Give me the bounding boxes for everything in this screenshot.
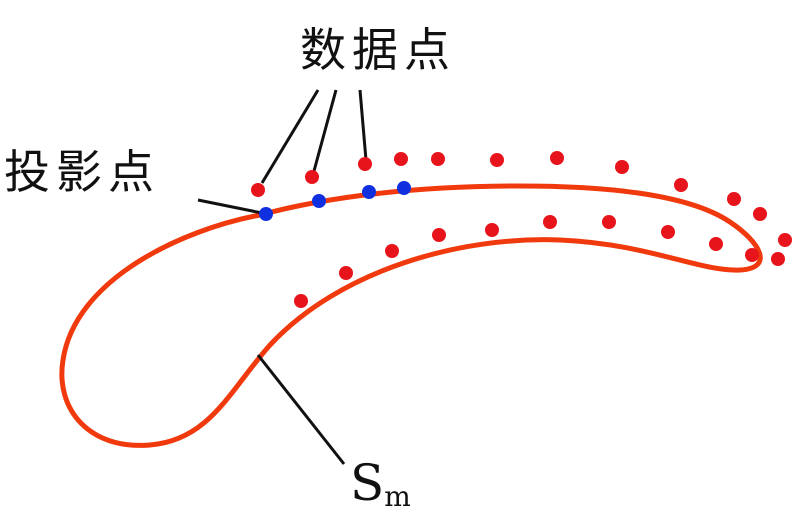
data-point (339, 266, 353, 280)
data-point (709, 237, 723, 251)
data-points (251, 151, 792, 308)
surface-curve-sm (59, 183, 763, 448)
data-point (432, 228, 446, 242)
projection-point (312, 194, 326, 208)
data-point (251, 183, 265, 197)
data-point (771, 252, 785, 266)
data-point (778, 233, 792, 247)
surface-label-sub: m (384, 480, 411, 513)
data-point (753, 207, 767, 221)
data-point (385, 244, 399, 258)
leader-lines (197, 89, 368, 465)
data-point (615, 160, 629, 174)
projection-point (259, 207, 273, 221)
projection-point (362, 185, 376, 199)
data-point (550, 151, 564, 165)
data-point (745, 248, 759, 262)
leader-data-3 (358, 89, 368, 161)
data-points-label: 数据点 (300, 23, 456, 77)
projection-points-label: 投影点 (4, 145, 160, 199)
data-point (485, 223, 499, 237)
leader-data-1 (260, 89, 320, 184)
projection-points (259, 181, 411, 221)
data-point (294, 294, 308, 308)
surface-label: Sm (350, 454, 411, 513)
data-point (305, 170, 319, 184)
surface-label-main: S (350, 454, 384, 512)
leader-data-2 (312, 89, 338, 172)
data-point (358, 157, 372, 171)
data-point (490, 153, 504, 167)
data-point (431, 152, 445, 166)
data-point (602, 215, 616, 229)
leader-projection (197, 198, 263, 215)
data-point (674, 178, 688, 192)
data-point (543, 215, 557, 229)
data-point (394, 152, 408, 166)
data-point (727, 192, 741, 206)
leader-sm (256, 354, 346, 465)
data-point (661, 225, 675, 239)
projection-point (397, 181, 411, 195)
